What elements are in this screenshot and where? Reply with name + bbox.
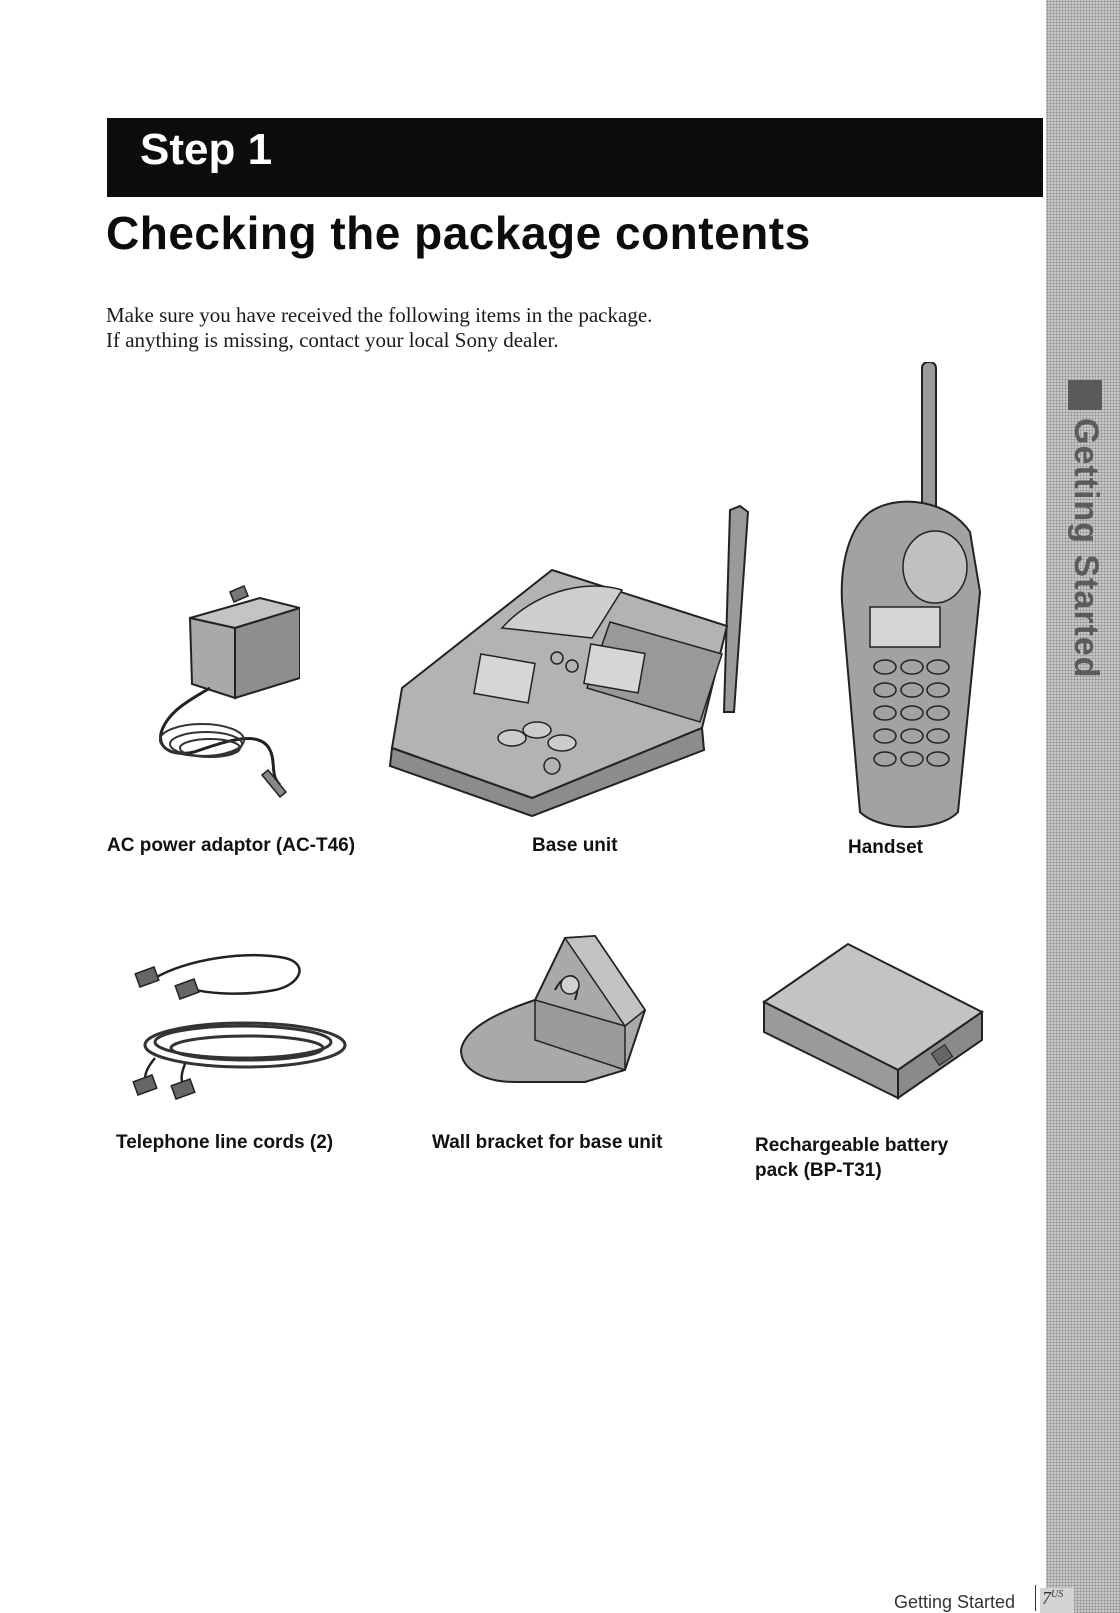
handset-illustration (840, 362, 982, 828)
step-bar (107, 118, 1043, 197)
caption-base-unit: Base unit (532, 835, 618, 856)
page-number-box (1040, 1588, 1074, 1613)
footer-section-label: Getting Started (894, 1592, 1016, 1612)
caption-battery-line-2: pack (BP-T31) (755, 1160, 882, 1181)
caption-wall-bracket: Wall bracket for base unit (432, 1132, 663, 1153)
step-label: Step 1 (140, 125, 273, 174)
wall-bracket-illustration (459, 934, 647, 1083)
footer-divider (1035, 1585, 1036, 1611)
caption-handset: Handset (848, 837, 923, 858)
page-number: 7US (1042, 1588, 1063, 1609)
base-unit-illustration (388, 504, 750, 818)
page-number-suffix: US (1051, 1589, 1064, 1600)
caption-telephone-line-cords: Telephone line cords (2) (116, 1132, 334, 1153)
side-tab (1046, 0, 1120, 1613)
page-number-value: 7 (1042, 1588, 1051, 1608)
intro-line-1: Make sure you have received the followin… (106, 303, 653, 327)
caption-battery-line-1: Rechargeable battery (755, 1135, 949, 1156)
caption-ac-power-adaptor: AC power adaptor (AC-T46) (107, 835, 356, 856)
side-tab-label: Getting Started (1067, 418, 1105, 679)
battery-pack-illustration (762, 942, 984, 1100)
intro-line-2: If anything is missing, contact your loc… (106, 328, 559, 352)
telephone-line-cords-illustration (132, 953, 347, 1100)
ac-power-adaptor-illustration (159, 585, 300, 799)
intro-text: Make sure you have received the followin… (106, 303, 926, 353)
page-title: Checking the package contents (106, 207, 811, 259)
side-tab-marker (1068, 380, 1102, 410)
